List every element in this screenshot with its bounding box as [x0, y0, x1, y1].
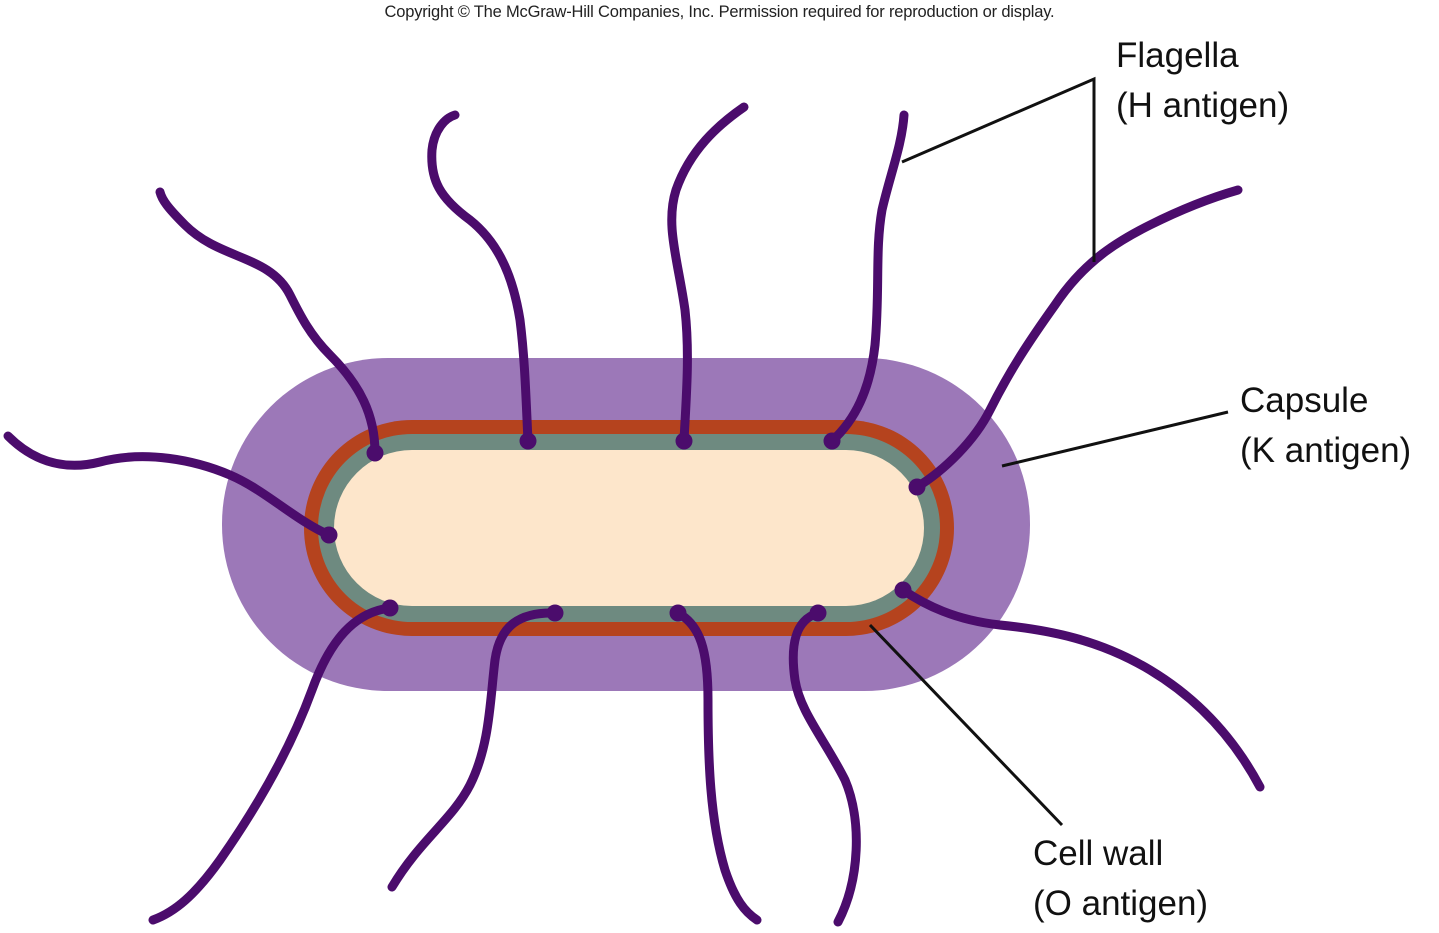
flagellum-10 — [788, 608, 861, 927]
flagella-label: Flagella (H antigen) — [1116, 31, 1289, 131]
cell-wall-label-antigen: (O antigen) — [1033, 884, 1209, 923]
flagella-base-dots — [320, 432, 926, 622]
capsule-label-antigen: (K antigen) — [1240, 431, 1412, 470]
basal-body-11 — [894, 581, 912, 599]
flagellum-6 — [3, 431, 334, 540]
basal-body-3 — [675, 432, 693, 450]
flagella-group — [3, 102, 1265, 927]
cell-wall-label-name: Cell wall — [1033, 834, 1164, 873]
flagella-label-antigen: (H antigen) — [1116, 86, 1290, 125]
basal-body-10 — [809, 604, 827, 622]
basal-body-2 — [519, 432, 537, 450]
basal-body-7 — [381, 599, 399, 617]
flagellum-1 — [155, 187, 380, 458]
cytoplasm — [334, 450, 924, 606]
flagellum-7 — [148, 603, 395, 925]
flagellum-5 — [912, 185, 1243, 492]
basal-body-5 — [908, 478, 926, 496]
flagellum-8 — [387, 608, 560, 892]
flagellum-9 — [673, 608, 762, 925]
flagellum-11 — [898, 585, 1265, 792]
basal-body-4 — [823, 432, 841, 450]
capsule-label-name: Capsule — [1240, 381, 1369, 420]
basal-body-8 — [546, 604, 564, 622]
capsule-label: Capsule (K antigen) — [1240, 376, 1411, 476]
copyright-notice: Copyright © The McGraw-Hill Companies, I… — [384, 3, 1055, 21]
cell-wall-label: Cell wall (O antigen) — [1033, 829, 1208, 929]
flagellum-4 — [827, 110, 909, 446]
capsule-leader-line — [1001, 410, 1229, 468]
basal-body-6 — [320, 526, 338, 544]
flagella-leader-line — [901, 76, 1096, 262]
flagellum-3 — [667, 102, 749, 446]
basal-body-9 — [669, 604, 687, 622]
leader-lines — [868, 76, 1229, 827]
basal-body-1 — [366, 444, 384, 462]
cell-wall-leader-line — [868, 623, 1064, 827]
flagella-label-name: Flagella — [1116, 36, 1239, 75]
flagellum-2 — [427, 110, 533, 446]
